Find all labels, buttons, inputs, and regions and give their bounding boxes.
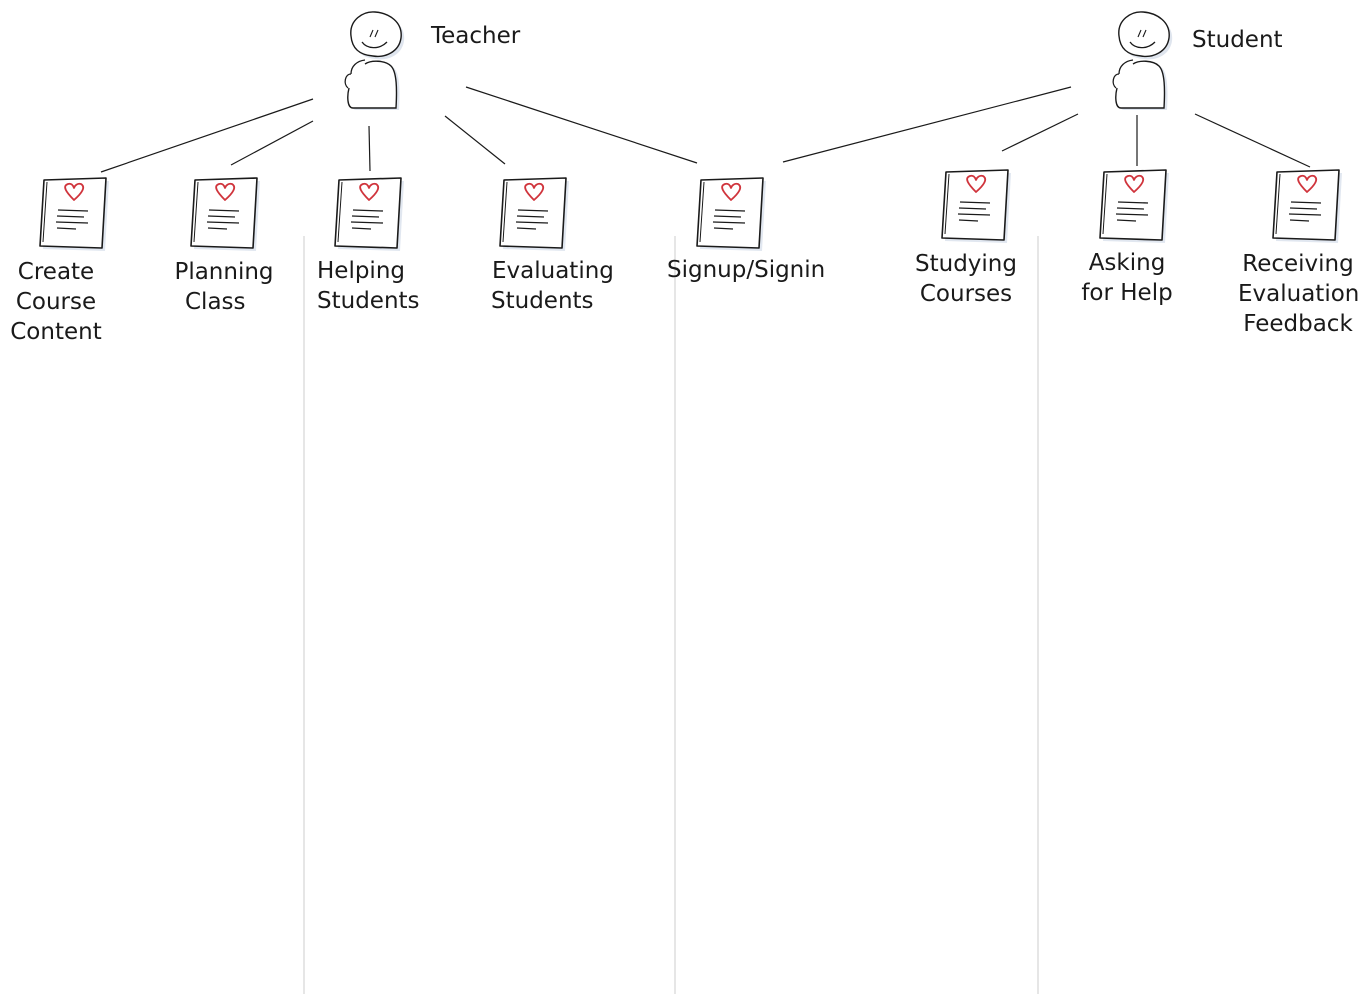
connectors [100,86,1311,173]
connector-line [465,86,698,164]
use-case-label-line: Students [491,288,594,314]
use-case-signup-signin: Signup/Signin [667,255,825,285]
use-case-asking-for-help: Asking for Help [1075,248,1179,308]
document-heart-icon [696,177,767,252]
connector-line [368,125,371,172]
use-case-planning-class: Planning Class [168,257,280,317]
document-heart-icon [334,177,405,252]
connector-line [230,120,314,166]
use-case-receiving-evaluation-feedback: Receiving Evaluation Feedback [1238,249,1359,339]
student-actor-icon [1112,11,1173,110]
teacher-label: Teacher [431,23,521,49]
use-case-studying-courses: Studying Courses [910,249,1022,309]
student-label: Student [1192,27,1283,53]
connector-line [1001,113,1079,152]
use-case-label-line: Class [185,289,246,315]
use-case-label-line: Students [317,288,420,314]
use-case-helping-students: Helping Students [317,256,420,316]
use-case-label-line: Content [10,319,102,345]
use-case-label-line: Courses [919,281,1013,307]
use-case-label-line: Create [17,259,95,285]
use-case-label-line: Evaluating [492,258,614,284]
use-case-label-line: Planning [174,259,274,285]
use-case-evaluating-students: Evaluating Students [491,256,614,316]
document-heart-icon [190,177,261,252]
document-heart-icon [1099,169,1170,244]
use-case-label-line: Asking [1088,250,1166,276]
document-heart-icon [499,177,570,252]
document-heart-icon [1272,169,1343,244]
use-case-label-line: Signup/Signin [667,257,826,283]
use-case-label-line: Studying [915,251,1017,277]
connector-line [444,115,506,165]
use-case-label-line: Feedback [1243,311,1353,337]
use-case-create-course-content: Create Course Content [6,257,106,347]
connector-line [1194,113,1311,168]
dividers [303,236,1039,994]
use-case-label-line: Receiving [1242,251,1354,277]
use-case-label-line: for Help [1081,280,1173,306]
use-case-label-line: Evaluation [1238,281,1359,307]
use-case-label-line: Course [15,289,97,315]
teacher-actor-icon [344,11,405,110]
connector-line [100,98,314,173]
document-heart-icon [941,169,1012,244]
connector-line [782,86,1072,163]
use-case-label-line: Helping [317,258,406,284]
document-heart-icon [39,177,110,252]
